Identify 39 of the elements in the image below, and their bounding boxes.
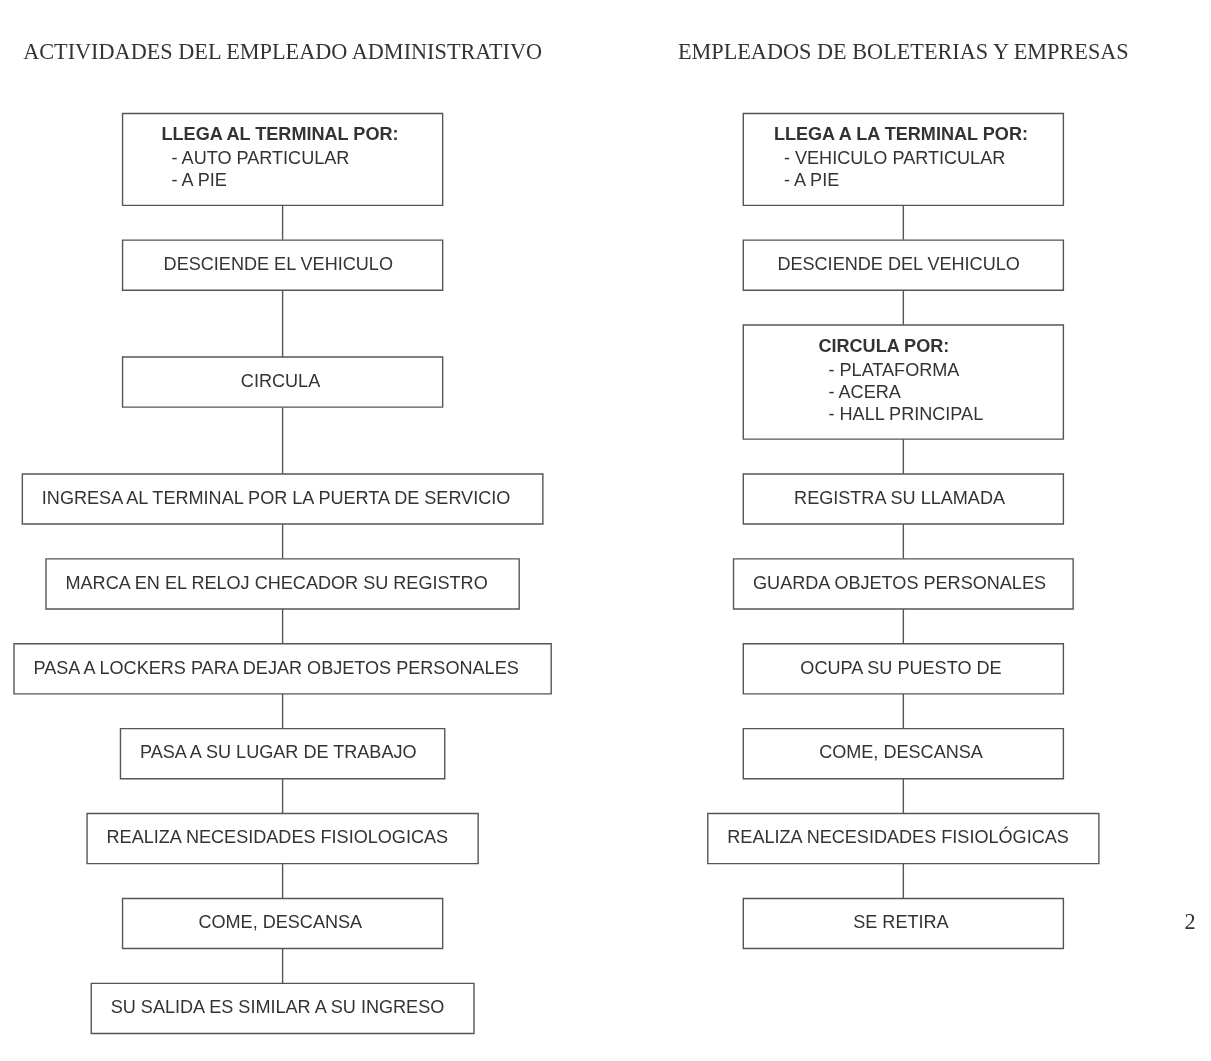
connector bbox=[902, 607, 905, 644]
connector bbox=[281, 692, 284, 729]
node-box: DESCIENDE EL VEHICULO bbox=[121, 238, 444, 291]
node-box: OCUPA SU PUESTO DE bbox=[742, 642, 1065, 695]
node-box: COME, DESCANSA bbox=[121, 897, 444, 949]
node-box: LLEGA AL TERMINAL POR: - AUTO PARTICULAR - A PIE bbox=[121, 112, 444, 206]
label: 2 bbox=[1184, 908, 1196, 934]
node-box: SE RETIRA bbox=[742, 897, 1065, 949]
connector bbox=[902, 438, 905, 475]
label: ACTIVIDADES DEL EMPLEADO ADMINISTRATIVO bbox=[23, 38, 543, 64]
node-box: COME, DESCANSA bbox=[742, 727, 1065, 779]
connector bbox=[902, 862, 905, 899]
node-box: GUARDA OBJETOS PERSONALES bbox=[732, 557, 1074, 610]
connector bbox=[281, 777, 284, 814]
connector bbox=[902, 289, 905, 325]
node-box: LLEGA A LA TERMINAL POR: - VEHICULO PARTICULAR - A PIE bbox=[742, 112, 1065, 206]
node-box: DESCIENDE DEL VEHICULO bbox=[742, 238, 1065, 291]
connector bbox=[902, 204, 905, 240]
connector bbox=[281, 862, 284, 899]
node-box: PASA A SU LUGAR DE TRABAJO bbox=[119, 727, 446, 779]
node-box: INGRESA AL TERMINAL POR LA PUERTA DE SERVICIO bbox=[21, 472, 544, 525]
node-box: REALIZA NECESIDADES FISIOLÓGICAS bbox=[707, 812, 1100, 864]
connector bbox=[281, 607, 284, 644]
node-box: MARCA EN EL RELOJ CHECADOR SU REGISTRO bbox=[45, 557, 520, 610]
connector bbox=[281, 406, 284, 475]
node-box: CIRCULA POR: - PLATAFORMA - ACERA - HALL PRINCIPAL bbox=[742, 323, 1065, 440]
connector bbox=[281, 947, 284, 984]
connector bbox=[902, 777, 905, 814]
connector bbox=[902, 522, 905, 559]
node-box: REALIZA NECESIDADES FISIOLOGICAS bbox=[86, 812, 479, 864]
connector bbox=[281, 522, 284, 559]
node-box: PASA A LOCKERS PARA DEJAR OBJETOS PERSONALES bbox=[13, 642, 552, 695]
node-box: CIRCULA bbox=[121, 355, 444, 408]
label: EMPLEADOS DE BOLETERIAS Y EMPRESAS bbox=[677, 38, 1129, 64]
connector bbox=[902, 692, 905, 729]
connector bbox=[281, 204, 284, 240]
node-box: SU SALIDA ES SIMILAR A SU INGRESO bbox=[90, 982, 475, 1034]
node-box: REGISTRA SU LLAMADA bbox=[742, 472, 1065, 525]
connector bbox=[281, 289, 284, 358]
